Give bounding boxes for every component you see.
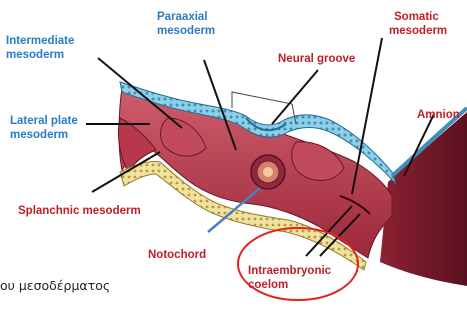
- amnion-shape: [380, 112, 467, 286]
- label-somatic-line1: Somatic: [394, 11, 439, 23]
- label-notochord: Notochord: [148, 249, 206, 261]
- label-intermediate-line1: Intermediate: [6, 35, 74, 47]
- label-paraaxial-line2: mesoderm: [157, 25, 215, 37]
- label-coelom-line1: Intraembryonic: [248, 265, 332, 277]
- label-splanchnic-mesoderm: Splanchnic mesoderm: [18, 205, 141, 217]
- label-coelom-line2: coelom: [248, 279, 288, 291]
- label-amnion: Amnion: [417, 109, 460, 121]
- label-somatic-mesoderm: Somatic mesoderm: [389, 11, 447, 37]
- caption-fragment: ου μεσοδέρματος: [0, 278, 110, 293]
- notochord-shape: [251, 155, 285, 189]
- label-paraaxial-mesoderm: Paraaxial mesoderm: [157, 11, 215, 37]
- label-intermediate-mesoderm: Intermediate mesoderm: [6, 35, 78, 61]
- label-neural-groove: Neural groove: [278, 53, 355, 65]
- label-lateral-plate-line1: Lateral plate: [10, 115, 78, 127]
- label-intermediate-line2: mesoderm: [6, 49, 64, 61]
- label-intraembryonic-coelom: Intraembryonic coelom: [248, 265, 334, 291]
- label-lateral-plate-line2: mesoderm: [10, 129, 68, 141]
- label-paraaxial-line1: Paraaxial: [157, 11, 208, 23]
- label-somatic-line2: mesoderm: [389, 25, 447, 37]
- label-lateral-plate-mesoderm: Lateral plate mesoderm: [10, 115, 81, 141]
